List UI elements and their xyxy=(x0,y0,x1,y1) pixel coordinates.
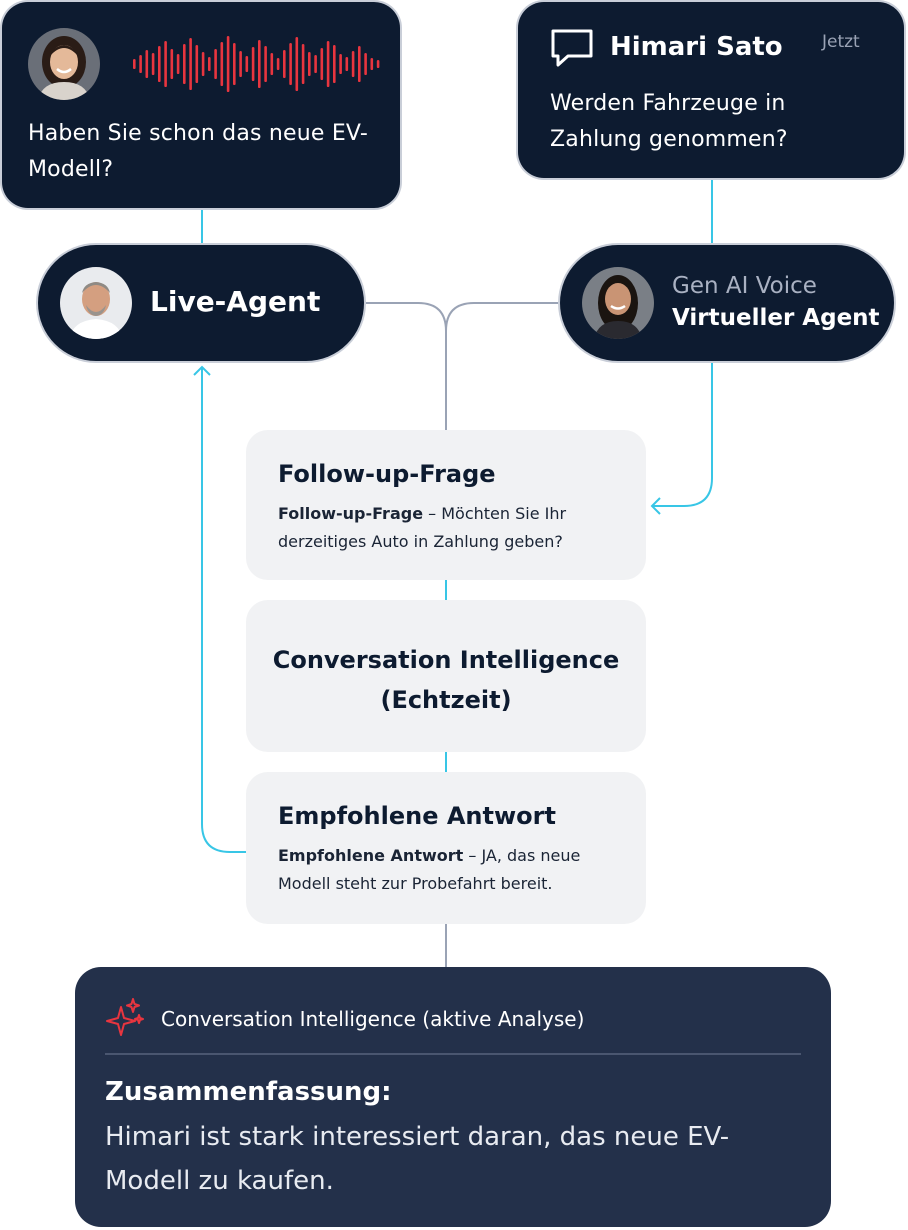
man-avatar-icon xyxy=(60,267,132,339)
waveform-bar xyxy=(158,46,161,82)
recommended-body-label: Empfohlene Antwort xyxy=(278,846,464,865)
voice-question: Haben Sie schon das neue EV-Modell? xyxy=(28,121,369,182)
waveform-bar xyxy=(301,44,305,84)
chat-question: Werden Fahrzeuge in Zahlung genommen? xyxy=(550,91,788,152)
virtual-merge-line xyxy=(445,302,558,332)
summary-title: Zusammenfassung: xyxy=(105,1077,392,1107)
waveform-bar xyxy=(133,59,136,69)
waveform-bar xyxy=(314,55,317,73)
waveform-bar xyxy=(351,51,355,77)
followup-title: Follow-up-Frage xyxy=(278,460,496,488)
waveform-bar xyxy=(258,40,261,88)
waveform-bar xyxy=(214,49,217,79)
waveform-bar xyxy=(189,38,192,90)
waveform-bar xyxy=(333,45,336,83)
followup-body: Follow-up-Frage – Möchten Sie Ihr derzei… xyxy=(278,500,608,556)
waveform-bar xyxy=(289,43,292,85)
waveform-bar xyxy=(239,51,242,77)
waveform-bar xyxy=(308,52,311,76)
summary-header: Conversation Intelligence (aktive Analys… xyxy=(161,1007,585,1031)
chat-message-card: Himari Sato Jetzt Werden Fahrzeuge in Za… xyxy=(518,2,904,178)
waveform-bar xyxy=(276,58,280,70)
live-agent-pill: Live-Agent xyxy=(38,245,364,361)
waveform-bar xyxy=(320,48,324,80)
woman-agent-avatar-icon xyxy=(582,267,654,339)
virtual-to-followup-arrow xyxy=(650,497,661,515)
waveform-bar xyxy=(233,43,236,85)
virtual-agent-title: Virtueller Agent xyxy=(672,305,880,331)
woman-avatar-icon xyxy=(28,28,100,100)
waveform-bar xyxy=(358,46,361,82)
voice-message-card: Haben Sie schon das neue EV-Modell? xyxy=(2,2,400,208)
waveform-bar xyxy=(251,47,255,81)
recommended-answer-card: Empfohlene Antwort Empfohlene Antwort – … xyxy=(246,772,646,924)
waveform-bar xyxy=(170,49,174,79)
recommended-title: Empfohlene Antwort xyxy=(278,802,556,830)
summary-divider xyxy=(105,1053,801,1055)
waveform-bar xyxy=(264,46,267,82)
recommended-to-live-line xyxy=(201,367,246,853)
waveform-bar xyxy=(283,50,286,78)
live-agent-label: Live-Agent xyxy=(150,285,321,318)
sparkle-icon xyxy=(106,998,144,1036)
virtual-to-followup-line xyxy=(652,363,713,507)
waveform-bar xyxy=(176,54,180,74)
waveform-bar xyxy=(208,57,211,71)
summary-text: Himari ist stark interessiert daran, das… xyxy=(105,1122,730,1196)
live-merge-line xyxy=(366,302,447,430)
waveform-bar xyxy=(376,60,380,68)
virtual-agent-pill: Gen AI Voice Virtueller Agent xyxy=(560,245,894,361)
ci-title-line2: (Echtzeit) xyxy=(380,686,512,714)
waveform-bar xyxy=(345,57,349,71)
followup-body-label: Follow-up-Frage xyxy=(278,504,424,523)
waveform-bar xyxy=(139,55,142,73)
waveform-bar xyxy=(201,52,205,76)
ci-title-line1: Conversation Intelligence xyxy=(272,646,620,674)
waveform-bar xyxy=(220,42,224,86)
recommended-to-live-arrow xyxy=(193,365,211,376)
waveform-bar xyxy=(245,56,249,72)
waveform-bar xyxy=(370,58,374,70)
waveform-bar xyxy=(164,41,167,87)
waveform-bar xyxy=(326,41,330,87)
followup-card: Follow-up-Frage Follow-up-Frage – Möchte… xyxy=(246,430,646,580)
waveform-bar xyxy=(270,53,274,75)
waveform-bar xyxy=(364,53,367,75)
chat-bubble-icon xyxy=(551,29,593,67)
waveform-bar xyxy=(295,37,299,91)
waveform-bar xyxy=(195,45,199,83)
summary-card: Conversation Intelligence (aktive Analys… xyxy=(75,967,831,1227)
recommended-body: Empfohlene Antwort – JA, das neue Modell… xyxy=(278,842,608,898)
waveform-bar xyxy=(226,36,230,92)
followup-body-text: – Möchten Sie Ihr derzeitiges Auto in Za… xyxy=(278,504,567,551)
virtual-agent-subtitle: Gen AI Voice xyxy=(672,273,817,299)
recommended-body-text: – JA, das neue Modell steht zur Probefah… xyxy=(278,846,581,893)
ci-realtime-card: Conversation Intelligence (Echtzeit) xyxy=(246,600,646,752)
message-time: Jetzt xyxy=(822,32,860,52)
waveform-bar xyxy=(339,54,342,74)
sender-name: Himari Sato xyxy=(610,32,783,62)
audio-waveform-icon xyxy=(133,36,380,92)
waveform-bar xyxy=(145,50,149,78)
waveform-bar xyxy=(183,44,186,84)
ci-title: Conversation Intelligence (Echtzeit) xyxy=(246,640,646,720)
waveform-bar xyxy=(151,53,155,75)
